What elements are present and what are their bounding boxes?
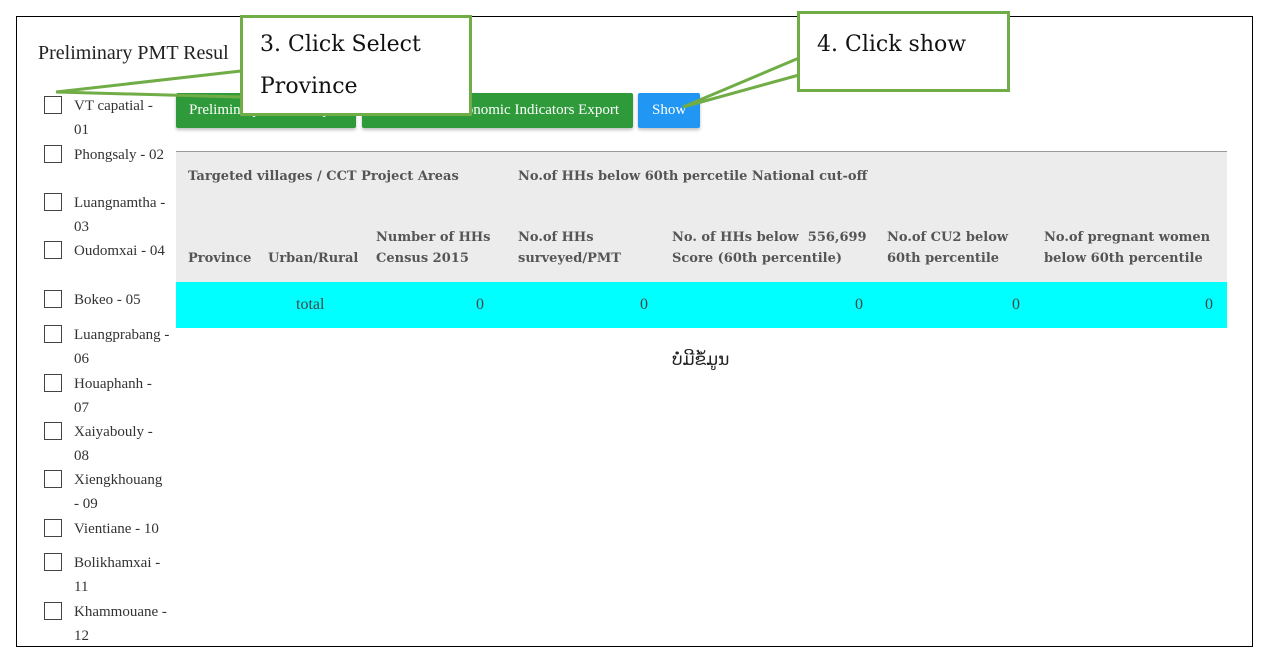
province-checkbox[interactable] [44, 145, 62, 163]
group-header-below-cutoff: No.of HHs below 60th percetile National … [518, 169, 868, 184]
column-header-below-cutoff-line2: Score (60th percentile) [672, 251, 842, 266]
callout-click-show: 4. Click show [797, 11, 1010, 92]
province-checkbox[interactable] [44, 193, 62, 211]
column-header-below-cutoff-line1: No. of HHs below 556,699 [672, 230, 867, 245]
province-label: Luangnamtha - 03 [74, 195, 166, 235]
province-label: Houaphanh - 07 [74, 376, 152, 416]
province-checkbox[interactable] [44, 470, 62, 488]
cell-below-cutoff: 0 [855, 296, 863, 313]
table-header: Targeted villages / CCT Project Areas No… [176, 151, 1227, 283]
province-checkbox[interactable] [44, 241, 62, 259]
column-header-cu2-line1: No.of CU2 below [887, 230, 1009, 245]
province-checkbox[interactable] [44, 519, 62, 537]
province-checkbox[interactable] [44, 374, 62, 392]
cell-surveyed: 0 [640, 296, 648, 313]
province-checkbox[interactable] [44, 553, 62, 571]
province-checkbox[interactable] [44, 602, 62, 620]
column-header-census-line1: Number of HHs [376, 230, 491, 245]
province-label: Bolikhamxai - 11 [74, 555, 161, 595]
column-header-pregnant-line2: below 60th percentile [1044, 251, 1203, 266]
callout-3-line1: 3. Click Select [260, 32, 421, 57]
results-table: Targeted villages / CCT Project Areas No… [176, 151, 1227, 328]
province-label: Luangprabang - 06 [74, 327, 170, 367]
cell-census: 0 [476, 296, 484, 313]
callout-3-line2: Province [260, 74, 358, 99]
show-button-label: Show [652, 102, 687, 118]
cell-pregnant: 0 [1205, 296, 1213, 313]
province-label: Khammouane - 12 [74, 604, 167, 644]
page-frame [16, 16, 1253, 647]
group-header-targeted-villages: Targeted villages / CCT Project Areas [188, 169, 459, 184]
province-label: Phongsaly - 02 [74, 147, 164, 163]
total-label: total [296, 296, 325, 313]
province-checkbox[interactable] [44, 96, 62, 114]
column-header-pregnant-line1: No.of pregnant women [1044, 230, 1211, 245]
column-header-census-line2: Census 2015 [376, 251, 469, 266]
province-checkbox[interactable] [44, 290, 62, 308]
column-header-cu2-line2: 60th percentile [887, 251, 1000, 266]
province-label: Oudomxai - 04 [74, 243, 165, 259]
province-label: Xiengkhouang - 09 [74, 472, 163, 512]
cell-cu2: 0 [1012, 296, 1020, 313]
province-label: Vientiane - 10 [74, 521, 159, 537]
no-data-message: ບໍ່ມີຂໍ້ມູນ [672, 350, 730, 370]
province-label: Xaiyabouly - 08 [74, 424, 153, 464]
callout-select-province: 3. Click Select Province [240, 15, 472, 116]
column-header-surveyed-line2: surveyed/PMT [518, 251, 621, 266]
table-row: total 0 0 0 0 0 [176, 282, 1227, 328]
province-label: Bokeo - 05 [74, 292, 141, 308]
column-header-surveyed-line1: No.of HHs [518, 230, 594, 245]
column-header-urban-rural: Urban/Rural [268, 251, 359, 266]
province-checkbox[interactable] [44, 325, 62, 343]
province-label: VT capatial - 01 [74, 98, 153, 138]
callout-4-text: 4. Click show [817, 32, 967, 57]
province-checkbox[interactable] [44, 422, 62, 440]
page-title: Preliminary PMT Resul [38, 42, 229, 64]
column-header-province: Province [188, 251, 252, 266]
show-button[interactable]: Show [638, 93, 700, 128]
